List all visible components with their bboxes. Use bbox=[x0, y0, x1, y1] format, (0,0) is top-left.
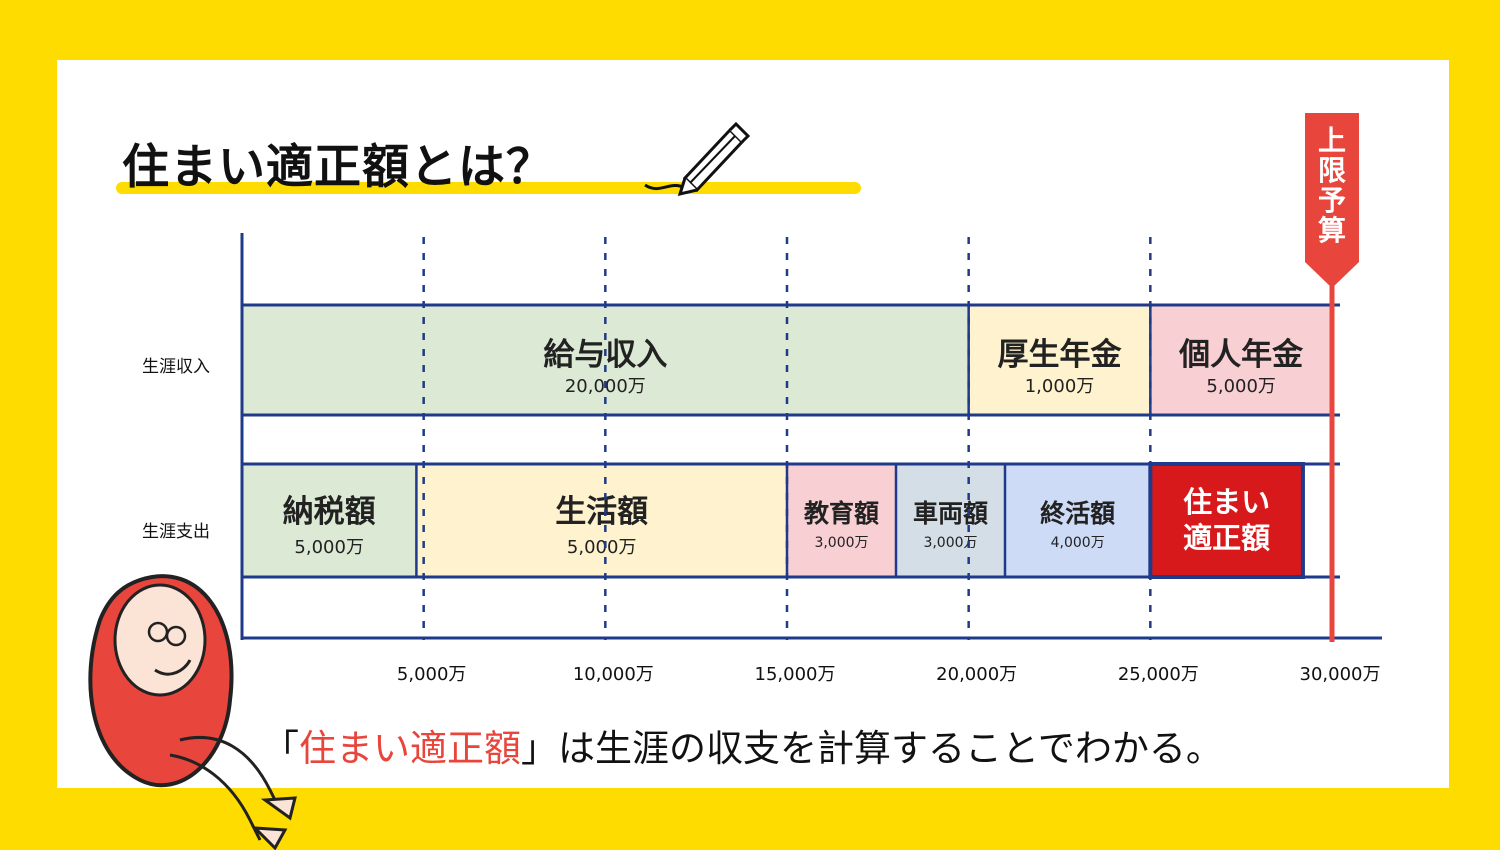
expense-bar-name-3: 車両額 bbox=[913, 499, 988, 528]
caption-accent: 住まい適正額 bbox=[299, 727, 521, 770]
x-tick-label-4: 25,000万 bbox=[1118, 664, 1199, 685]
limit-flag-char-0: 上 bbox=[1318, 124, 1346, 157]
x-tick-label-3: 20,000万 bbox=[936, 664, 1017, 685]
limit-flag bbox=[1305, 113, 1359, 288]
x-tick-label-0: 5,000万 bbox=[397, 664, 467, 685]
expense-bar-0 bbox=[242, 464, 417, 577]
expense-bar-2 bbox=[787, 464, 896, 577]
expense-bar-name-2: 教育額 bbox=[804, 499, 879, 528]
caption-rest: 」は生涯の収支を計算することでわかる。 bbox=[521, 727, 1223, 770]
income-bar-2 bbox=[1150, 305, 1332, 415]
x-tick-label-5: 30,000万 bbox=[1300, 664, 1381, 685]
expense-bar-4 bbox=[1005, 464, 1151, 577]
x-tick-label-2: 15,000万 bbox=[755, 664, 836, 685]
expense-bar-value-3: 3,000万 bbox=[923, 535, 977, 551]
limit-flag-char-1: 限 bbox=[1318, 154, 1346, 187]
expense-bar-value-1: 5,000万 bbox=[567, 537, 637, 558]
expense-bar-name-1: 生活額 bbox=[555, 494, 648, 530]
caption-open: 「 bbox=[262, 727, 299, 770]
limit-flag-char-3: 算 bbox=[1318, 214, 1346, 247]
expense-bar-value-2: 3,000万 bbox=[814, 535, 868, 551]
expense-bar-1 bbox=[416, 464, 787, 577]
expense-bar-name-0: 納税額 bbox=[283, 494, 376, 530]
expense-bar-value-4: 4,000万 bbox=[1051, 535, 1105, 551]
expense-bar-value-0: 5,000万 bbox=[294, 537, 364, 558]
expense-bar-name-5-a: 住まい bbox=[1183, 485, 1270, 519]
income-bar-name-2: 個人年金 bbox=[1178, 337, 1304, 373]
expense-bar-name-4: 終活額 bbox=[1040, 499, 1115, 528]
page-title: 住まい適正額とは？ bbox=[122, 140, 554, 195]
expense-bar-name-5-b: 適正額 bbox=[1183, 521, 1270, 555]
expense-bar-5 bbox=[1148, 462, 1305, 579]
caption: 「住まい適正額」は生涯の収支を計算することでわかる。 bbox=[262, 718, 1223, 772]
row-label-income: 生涯収入 bbox=[142, 357, 210, 377]
x-tick-label-1: 10,000万 bbox=[573, 664, 654, 685]
pencil-icon bbox=[644, 121, 750, 197]
thinking-mascot-icon bbox=[88, 574, 297, 850]
limit-flag-char-2: 予 bbox=[1318, 184, 1346, 217]
income-bar-name-1: 厚生年金 bbox=[998, 337, 1123, 373]
row-label-expense: 生涯支出 bbox=[142, 522, 210, 542]
card-panel bbox=[57, 60, 1449, 788]
expense-bar-3 bbox=[896, 464, 1005, 577]
income-bar-1 bbox=[968, 305, 1151, 415]
income-bar-value-2: 5,000万 bbox=[1206, 376, 1276, 397]
income-bar-value-1: 1,000万 bbox=[1025, 376, 1095, 397]
